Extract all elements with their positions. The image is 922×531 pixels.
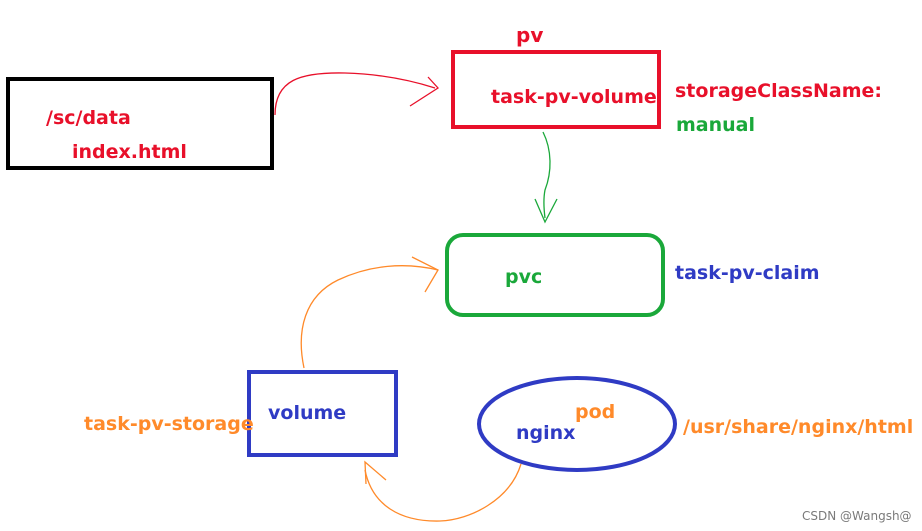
volume-name-label: task-pv-storage <box>84 413 254 435</box>
pod-kind-label: pod <box>575 401 615 423</box>
storage-class-value: manual <box>676 114 755 136</box>
pv-name-label: task-pv-volume <box>491 86 657 108</box>
arrow-pod-to-volume-head <box>364 460 387 485</box>
pvc-box <box>445 233 665 317</box>
watermark: CSDN @Wangsh@ <box>802 509 912 523</box>
arrow-volume-to-pvc <box>300 265 439 369</box>
storage-class-key: storageClassName: <box>675 80 882 102</box>
pv-heading: pv <box>516 23 543 47</box>
arrow-pv-to-pvc-head <box>534 198 558 224</box>
volume-box <box>247 370 398 457</box>
arrow-pod-to-volume <box>364 463 522 522</box>
pod-ellipse <box>477 376 677 472</box>
pvc-name-label: task-pv-claim <box>675 262 820 284</box>
arrow-pv-to-pvc <box>542 131 551 219</box>
pod-mount-path-label: /usr/share/nginx/html <box>683 416 913 438</box>
pvc-label: pvc <box>505 266 542 288</box>
host-path-label: /sc/data <box>46 107 131 129</box>
pod-container-label: nginx <box>516 422 575 444</box>
pv-box <box>451 50 661 129</box>
arrow-host-to-pv-head <box>409 76 439 107</box>
volume-label: volume <box>268 402 346 424</box>
arrow-volume-to-pvc-head <box>411 256 439 293</box>
host-file-label: index.html <box>72 141 187 163</box>
arrow-host-to-pv <box>274 72 436 116</box>
host-directory-box <box>6 77 274 170</box>
